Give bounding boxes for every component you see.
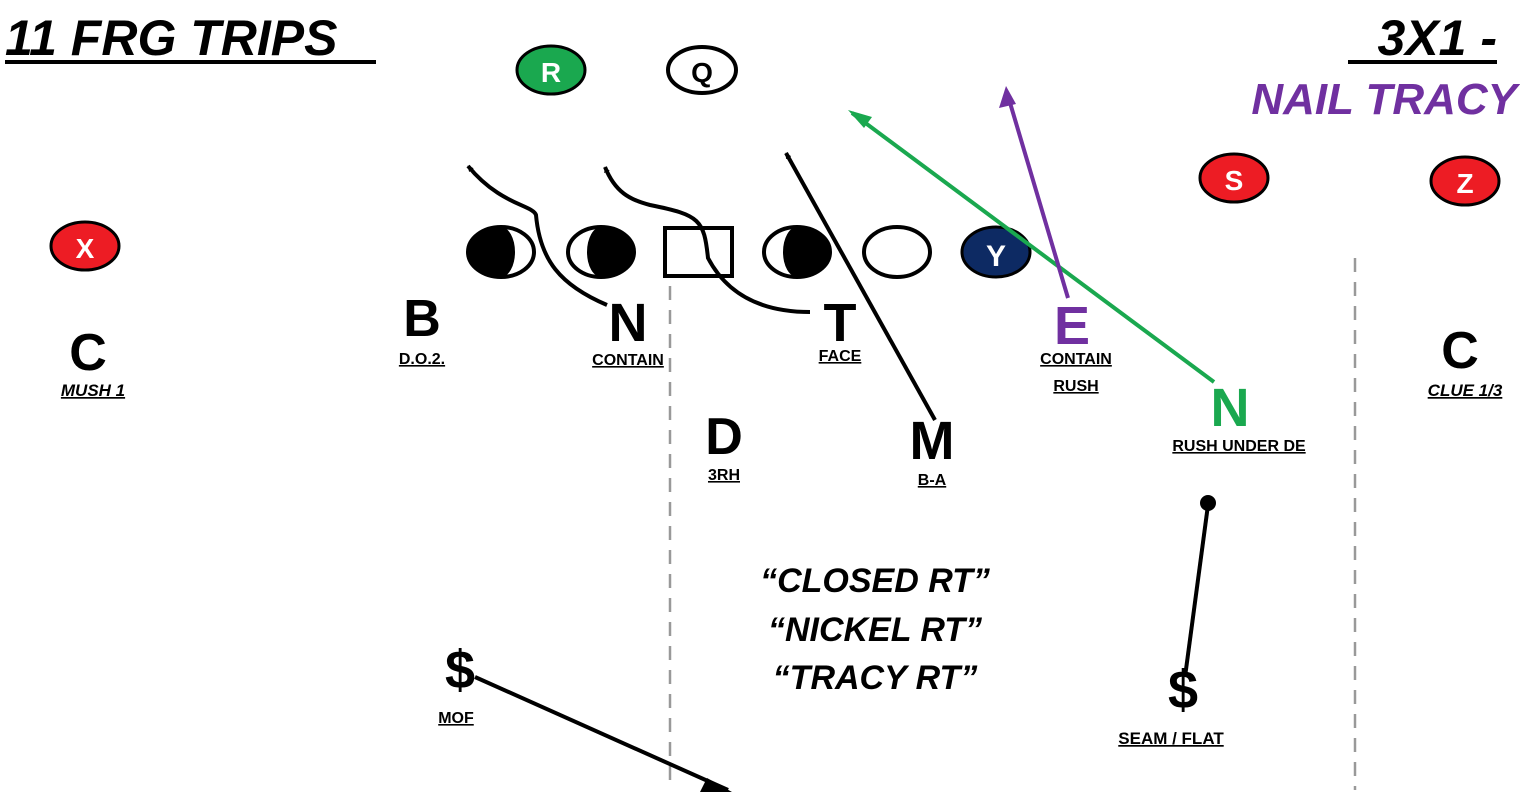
player-r: R	[515, 44, 587, 96]
defender-corner-left: C MUSH 1	[61, 324, 125, 400]
nose-stunt-path	[466, 164, 608, 307]
formation-title: 11 FRG TRIPS	[5, 10, 337, 66]
safety-right-path-dot	[1200, 495, 1216, 511]
left-guard-symbol	[566, 225, 636, 279]
defender-corner-right: C CLUE 1/3	[1428, 322, 1503, 400]
end-rush-path	[1006, 95, 1070, 299]
svg-text:Q: Q	[691, 57, 713, 88]
svg-text:SEAM / FLAT: SEAM / FLAT	[1118, 729, 1224, 748]
nickel-rush-path	[850, 111, 1216, 384]
defender-buck: B D.O.2.	[399, 290, 445, 368]
svg-text:E: E	[1054, 296, 1090, 356]
svg-text:B-A: B-A	[918, 472, 947, 489]
svg-text:C: C	[1441, 322, 1479, 380]
defensive-paths	[466, 86, 1216, 792]
right-tackle-symbol	[862, 225, 932, 279]
svg-text:$: $	[445, 640, 475, 700]
tackle-stunt-path	[603, 166, 811, 314]
svg-text:D.O.2.: D.O.2.	[399, 351, 445, 368]
player-z: Z	[1429, 155, 1501, 207]
safety-right-path	[1183, 504, 1210, 678]
svg-text:T: T	[824, 293, 857, 353]
offensive-line	[466, 225, 932, 279]
call-list: “CLOSED RT” “NICKEL RT” “TRACY RT”	[760, 562, 990, 697]
defender-mike: M B-A	[910, 411, 955, 489]
svg-text:RUSH UNDER DE: RUSH UNDER DE	[1172, 438, 1306, 455]
defender-tackle: T FACE	[819, 293, 862, 365]
svg-text:CONTAIN: CONTAIN	[1040, 351, 1112, 368]
player-q: Q	[666, 45, 738, 95]
svg-text:MOF: MOF	[438, 710, 474, 727]
svg-text:Z: Z	[1456, 168, 1473, 199]
left-tackle-symbol	[466, 225, 536, 279]
nickel-rush-arrowhead	[848, 110, 872, 128]
player-y: Y	[960, 225, 1032, 279]
svg-text:$: $	[1168, 660, 1198, 720]
svg-text:3RH: 3RH	[708, 467, 740, 484]
svg-text:FACE: FACE	[819, 348, 862, 365]
defender-safety-left: $ MOF	[438, 640, 475, 727]
defender-end: E CONTAIN RUSH	[1040, 296, 1112, 395]
svg-text:C: C	[69, 324, 107, 382]
svg-text:S: S	[1225, 165, 1244, 196]
defender-nose: N CONTAIN	[592, 293, 664, 369]
svg-text:B: B	[403, 290, 441, 348]
svg-text:MUSH 1: MUSH 1	[61, 381, 125, 400]
svg-text:M: M	[910, 411, 955, 471]
svg-text:D: D	[705, 408, 743, 466]
svg-text:N: N	[609, 293, 648, 353]
defender-safety-right: $ SEAM / FLAT	[1118, 660, 1224, 748]
safety-left-path	[474, 675, 729, 792]
svg-text:Y: Y	[986, 240, 1006, 273]
mike-blitz-path	[784, 152, 937, 421]
call-nickel-rt: “NICKEL RT”	[768, 611, 982, 649]
svg-text:N: N	[1211, 378, 1250, 438]
svg-text:X: X	[76, 233, 95, 264]
center-symbol	[663, 226, 734, 278]
svg-text:RUSH: RUSH	[1053, 378, 1098, 395]
svg-text:CONTAIN: CONTAIN	[592, 352, 664, 369]
right-guard-symbol	[762, 225, 832, 279]
defender-dog: D 3RH	[705, 408, 743, 484]
call-title: NAIL TRACY	[1251, 75, 1520, 124]
end-rush-arrowhead	[999, 86, 1016, 108]
player-s: S	[1198, 152, 1270, 204]
call-closed-rt: “CLOSED RT”	[760, 562, 990, 600]
defender-nickel: N RUSH UNDER DE	[1172, 378, 1306, 455]
safety-left-arrowhead	[700, 778, 732, 792]
svg-text:CLUE 1/3: CLUE 1/3	[1428, 381, 1503, 400]
svg-text:R: R	[541, 57, 561, 88]
set-title: 3X1 -	[1377, 10, 1497, 66]
call-tracy-rt: “TRACY RT”	[773, 659, 978, 697]
player-x: X	[49, 220, 121, 272]
